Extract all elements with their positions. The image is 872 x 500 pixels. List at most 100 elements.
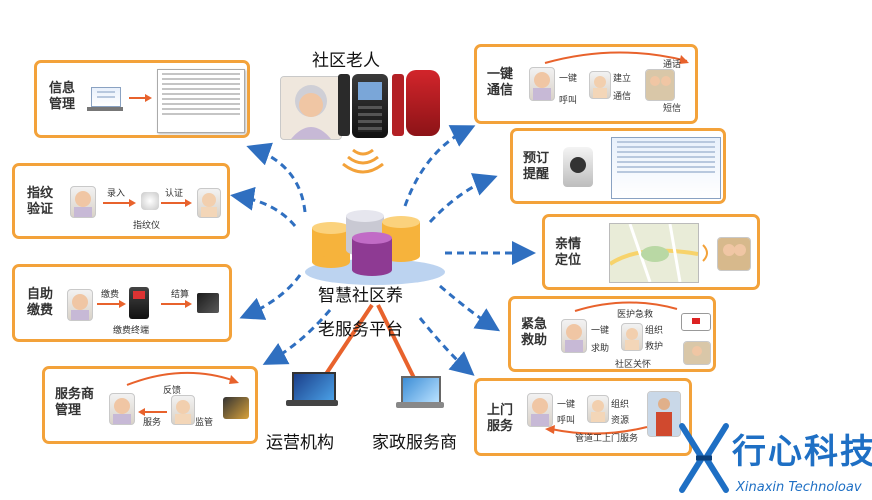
module-provider: 服务商管理 反馈 服务 监管 xyxy=(42,366,258,444)
module-fingerprint-title: 指纹验证 xyxy=(27,186,54,217)
arrow-to-emergency xyxy=(439,284,501,332)
module-info-title: 信息管理 xyxy=(49,81,76,112)
map-icon xyxy=(608,223,699,283)
module-emergency: 紧急救助 医护急救 一键 求助 组织 救护 社区关怀 xyxy=(508,296,716,372)
platform-title-line2: 老服务平台 xyxy=(318,320,403,340)
community-label: 社区关怀 xyxy=(615,360,652,370)
payment-terminal-icon xyxy=(129,287,149,319)
elderly-woman-photo xyxy=(280,76,342,140)
module-reminder-title: 预订提醒 xyxy=(523,151,550,182)
organize-label: 组织 xyxy=(645,326,664,336)
arrow-to-doorstep xyxy=(418,317,475,376)
organize-label: 组织 xyxy=(611,400,630,410)
line-to-housekeeping xyxy=(376,304,420,387)
feedback-loop-arrow xyxy=(126,371,239,386)
press-label: 一键 xyxy=(559,74,578,84)
reminder-device-icon xyxy=(563,147,593,187)
fingerprint-reader-icon xyxy=(141,192,159,210)
platform-title-line1: 智慧社区养 xyxy=(318,286,403,306)
laptop-housekeeping-icon xyxy=(396,376,444,410)
medical-label: 医护急救 xyxy=(617,310,654,320)
rescue-label: 救护 xyxy=(645,342,664,352)
phone-red-icon xyxy=(392,74,404,136)
company-name-cn: 行心科技 xyxy=(732,432,872,472)
establish-label: 建立 xyxy=(613,74,632,84)
service-tools-icon xyxy=(223,397,249,419)
arrow-to-info xyxy=(246,142,307,213)
arrow-right-icon xyxy=(97,300,126,308)
module-emergency-title: 紧急救助 xyxy=(521,317,548,348)
family-photo xyxy=(645,69,675,101)
module-reminder: 预订提醒 xyxy=(510,128,726,204)
help-label: 求助 xyxy=(591,344,610,354)
elder-avatar xyxy=(67,289,93,321)
company-name-en: Xinaxin Technoloav xyxy=(736,480,862,495)
laptop-operator-icon xyxy=(286,372,338,408)
module-info-management: 信息管理 xyxy=(34,60,250,138)
elder-avatar xyxy=(109,393,135,425)
service-label: 服务 xyxy=(143,418,162,428)
module-locate: 亲情定位 xyxy=(542,214,760,290)
laptop-icon xyxy=(91,87,121,107)
module-doorstep-title: 上门服务 xyxy=(487,403,514,434)
arrow-right-icon xyxy=(103,199,136,207)
laptop-base xyxy=(87,107,123,111)
phone-black-icon xyxy=(338,74,350,136)
arrow-to-onekey xyxy=(403,125,476,207)
module-fingerprint: 指纹验证 录入 指纹仪 认证 xyxy=(12,163,230,239)
family-photo xyxy=(717,237,751,271)
module-onekey-title: 一键通信 xyxy=(487,67,514,98)
elder-label: 社区老人 xyxy=(312,51,380,71)
module-onekey: 一键通信 一键 呼叫 建立 通信 通话 短信 xyxy=(474,44,698,124)
feedback-label: 反馈 xyxy=(163,386,182,396)
arrow-right-icon xyxy=(129,94,152,102)
xinxin-logo-icon xyxy=(679,423,729,493)
arrow-to-provider xyxy=(262,309,332,365)
staff-avatar xyxy=(621,323,643,351)
elder-avatar xyxy=(529,67,555,101)
arrow-to-fingerprint xyxy=(230,186,297,227)
phone-keypad-icon xyxy=(352,74,388,138)
community-photo xyxy=(683,341,711,365)
call-label: 呼叫 xyxy=(559,96,578,106)
signal-waves-icon xyxy=(702,244,708,262)
loop-arrow xyxy=(544,51,689,64)
elder-avatar xyxy=(561,319,587,353)
staff-avatar xyxy=(171,395,195,425)
arrow-left-icon xyxy=(138,408,167,416)
elder-avatar xyxy=(527,393,553,427)
operator-label: 运营机构 xyxy=(266,433,334,453)
worker-label: 管道工上门服务 xyxy=(575,434,639,444)
module-locate-title: 亲情定位 xyxy=(555,237,582,268)
arrow-to-reminder xyxy=(428,173,498,224)
phone-flip-icon xyxy=(406,70,440,136)
staff-avatar xyxy=(587,395,609,423)
settle-label: 结算 xyxy=(171,290,190,300)
call-label: 呼叫 xyxy=(557,416,576,426)
fp-verify-label: 认证 xyxy=(165,189,184,199)
fp-record-label: 录入 xyxy=(107,189,126,199)
terminal-label: 缴费终端 xyxy=(113,326,150,336)
module-selfpay: 自助缴费 缴费 缴费终端 结算 xyxy=(12,264,232,342)
arrow-right-icon xyxy=(161,199,192,207)
pay-label: 缴费 xyxy=(101,290,120,300)
staff-avatar xyxy=(197,188,221,218)
arrow-to-selfpay xyxy=(239,274,302,320)
database-cluster-icon xyxy=(305,210,445,285)
fp-device-label: 指纹仪 xyxy=(133,221,161,231)
loop-arrow xyxy=(574,301,678,312)
document-form-icon xyxy=(157,69,245,133)
worker-photo xyxy=(647,391,681,437)
card-reader-icon xyxy=(197,293,219,313)
housekeeping-label: 家政服务商 xyxy=(372,433,457,453)
module-selfpay-title: 自助缴费 xyxy=(27,287,54,318)
comm-label: 通信 xyxy=(613,92,632,102)
signal-waves-icon xyxy=(342,148,384,174)
module-doorstep: 上门服务 一键 呼叫 组织 资源 管道工上门服务 xyxy=(474,378,692,456)
return-arrow xyxy=(545,425,648,435)
module-provider-title: 服务商管理 xyxy=(55,387,95,418)
staff-avatar xyxy=(589,71,611,99)
supervise-label: 监管 xyxy=(195,418,214,428)
press-label: 一键 xyxy=(557,400,576,410)
schedule-screen xyxy=(611,137,721,199)
